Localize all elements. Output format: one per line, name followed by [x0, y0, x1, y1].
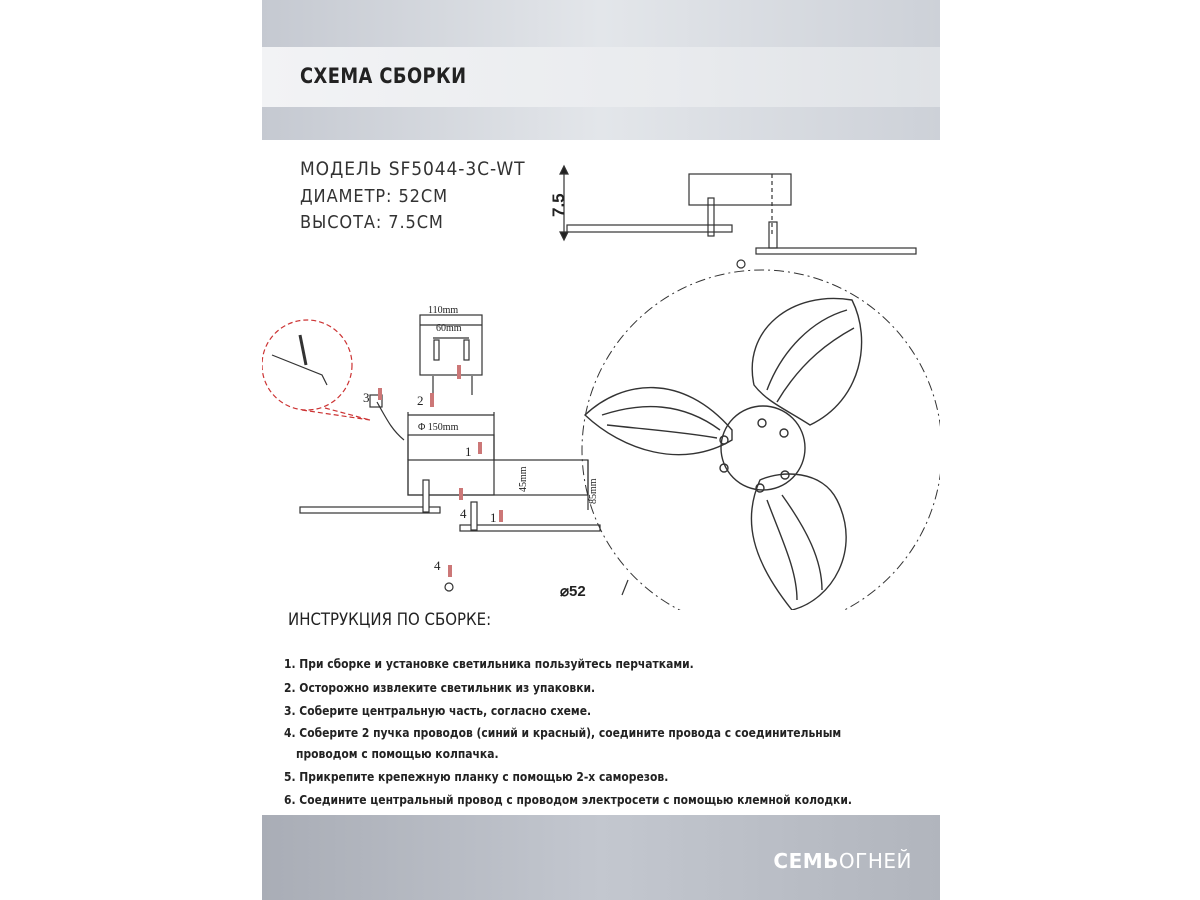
outline-circle: [581, 269, 940, 610]
red-arrows: [378, 365, 503, 577]
step-number: 1: [490, 510, 497, 525]
step-number: 1: [465, 444, 472, 459]
bracket-width-label: 110mm: [428, 305, 458, 316]
height-label: ВЫСОТА: 7.5СМ: [300, 212, 444, 233]
base-diameter-label: Φ 150mm: [418, 422, 459, 433]
instruction-step: 6. Соедините центральный провод с провод…: [284, 792, 852, 807]
leaf-shades: [583, 297, 863, 610]
step-number: 3: [363, 390, 370, 405]
instruction-step: 2. Осторожно извлеките светильник из упа…: [284, 679, 596, 695]
diameter-label: ДИАМЕТР: 52СМ: [300, 186, 448, 207]
instruction-step: проводом с помощью колпачка.: [296, 745, 499, 761]
instructions-heading: ИНСТРУКЦИЯ ПО СБОРКЕ:: [288, 610, 492, 630]
instructions-list: 1. При сборке и установке светильника по…: [284, 652, 944, 812]
instruction-step: 4. Соберите 2 пучка проводов (синий и кр…: [284, 724, 842, 740]
side-view-base: [688, 173, 792, 206]
wiring-callout: [262, 319, 353, 411]
assembly-diagram: 7.5 110mm 60mm Φ 150mm 45mm 85mm ⌀52 1 2…: [262, 164, 940, 610]
footer-banner: СЕМЬОГНЕЙ: [262, 815, 940, 900]
total-height-label: 85mm: [588, 478, 599, 504]
header-banner: СХЕМА СБОРКИ: [262, 0, 940, 140]
height-dimension-label: 7.5: [549, 193, 568, 217]
step-number: 4: [434, 558, 441, 573]
instruction-step: 1. При сборке и установке светильника по…: [284, 656, 694, 671]
instruction-step: 5. Прикрепите крепежную планку с помощью…: [284, 768, 669, 784]
page-title: СХЕМА СБОРКИ: [300, 64, 467, 88]
brand-logo: СЕМЬОГНЕЙ: [773, 849, 912, 873]
base-height-label: 45mm: [518, 466, 529, 492]
side-view-plate-2: [755, 247, 917, 255]
bracket-holes-label: 60mm: [436, 323, 462, 334]
model-label: МОДЕЛЬ SF5044-3C-WT: [300, 158, 526, 180]
assembly-sheet: СХЕМА СБОРКИ МОДЕЛЬ SF5044-3C-WT ДИАМЕТР…: [262, 0, 940, 900]
step-number: 4: [460, 506, 467, 521]
header-band: [262, 47, 940, 107]
mounting-bracket: [419, 314, 483, 376]
step-number: 2: [417, 393, 424, 408]
instruction-step: 3. Соберите центральную часть, согласно …: [284, 703, 592, 718]
side-view-plate: [566, 224, 733, 233]
diameter-label: ⌀52: [560, 583, 586, 600]
